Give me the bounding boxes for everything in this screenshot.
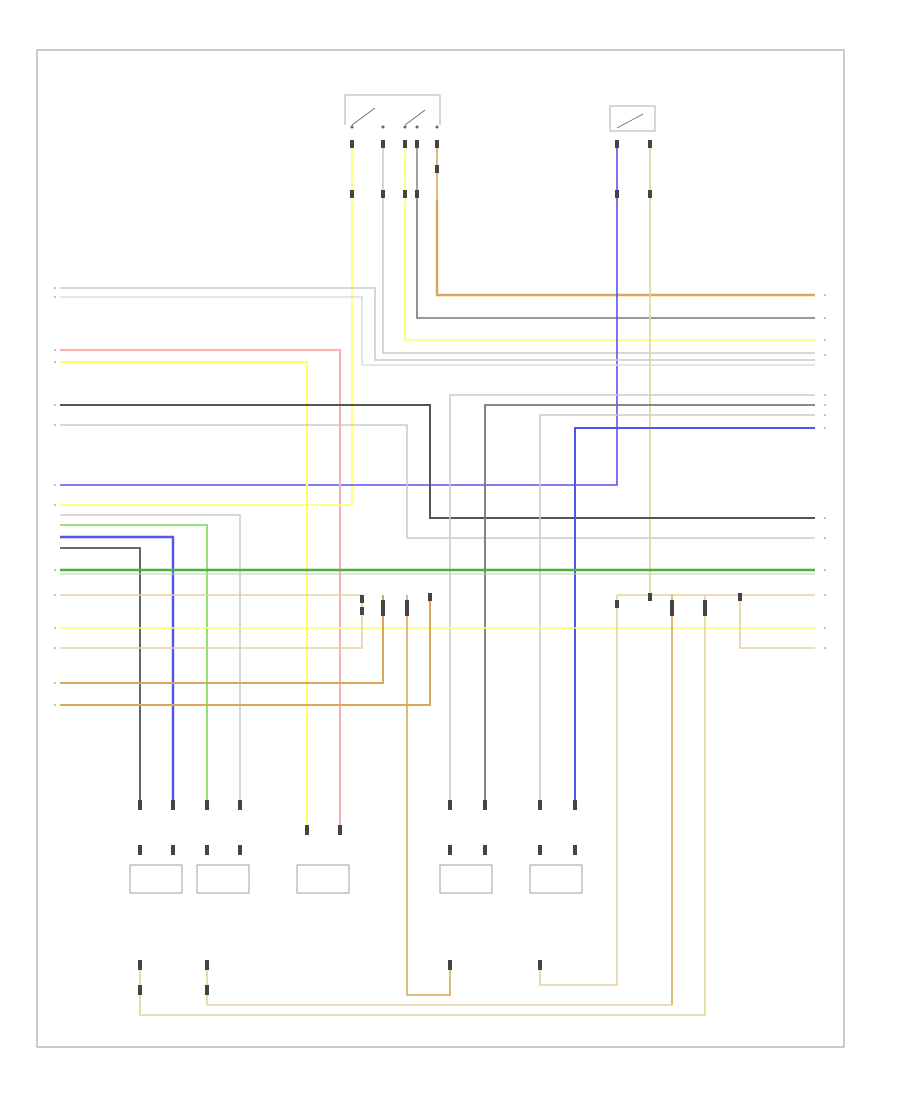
wire-lightgray-left-2	[60, 296, 815, 366]
component-c4-body	[439, 864, 493, 894]
switch-contact-1	[351, 107, 376, 126]
connector-pins	[138, 140, 742, 995]
top-left-switch	[344, 94, 441, 129]
switch-terminal-1	[350, 125, 354, 129]
wire-gray-top	[416, 200, 815, 319]
wire-red-left	[60, 348, 342, 835]
component-c1-body	[129, 864, 183, 894]
wire-tan-bottom-loop	[139, 595, 706, 1016]
wire-lightgray-left-1	[60, 287, 815, 361]
component-c5-body	[529, 864, 583, 894]
diagram-frame	[36, 49, 845, 1048]
wire-lightgray-right-2	[539, 414, 815, 805]
switch-terminal-3	[403, 125, 407, 129]
wire-orange-top	[435, 200, 815, 297]
wires	[60, 140, 815, 1016]
wire-darkgray-right	[484, 404, 815, 805]
wire-darkgray-lower	[60, 547, 141, 805]
right-switch-contact	[616, 113, 644, 129]
wire-blue-right	[574, 427, 815, 805]
wire-tan-to-c5	[539, 595, 618, 986]
top-right-switch	[609, 105, 656, 132]
edge-terminal-dots	[54, 287, 826, 706]
wire-darkgray-left	[60, 404, 815, 519]
component-c5	[529, 864, 583, 894]
wire-lightgray-right-1	[449, 394, 815, 805]
right-switch-body	[609, 105, 656, 132]
wire-tan-lower-left	[60, 595, 363, 649]
switch-terminal-5	[435, 125, 439, 129]
wire-orange-lower-1	[60, 595, 384, 684]
wire-orange-to-c4	[406, 595, 451, 996]
component-c2-body	[196, 864, 250, 894]
switch-terminal-4	[415, 125, 419, 129]
wire-lightgray-lower-1	[60, 514, 241, 805]
wire-tan-lower-right	[739, 595, 815, 649]
wire-yellow-top	[404, 200, 815, 341]
wire-lightgray-top	[382, 200, 815, 354]
component-c3	[296, 864, 350, 894]
wire-green-lower	[60, 524, 208, 805]
component-c2	[196, 864, 250, 894]
component-c1	[129, 864, 183, 894]
component-c4	[439, 864, 493, 894]
switch-contact-2	[404, 109, 426, 126]
wire-orange-lower-2	[60, 595, 431, 706]
wire-lightgray-left-3	[60, 424, 815, 539]
wire-tan-to-c2	[206, 965, 672, 1006]
component-c3-body	[296, 864, 350, 894]
wire-blue-lower	[60, 535, 175, 805]
wire-blue-right-switch	[60, 140, 618, 486]
switch-symbol-outline	[344, 94, 441, 125]
wire-yellow-left	[60, 361, 308, 835]
switch-terminal-2	[381, 125, 385, 129]
